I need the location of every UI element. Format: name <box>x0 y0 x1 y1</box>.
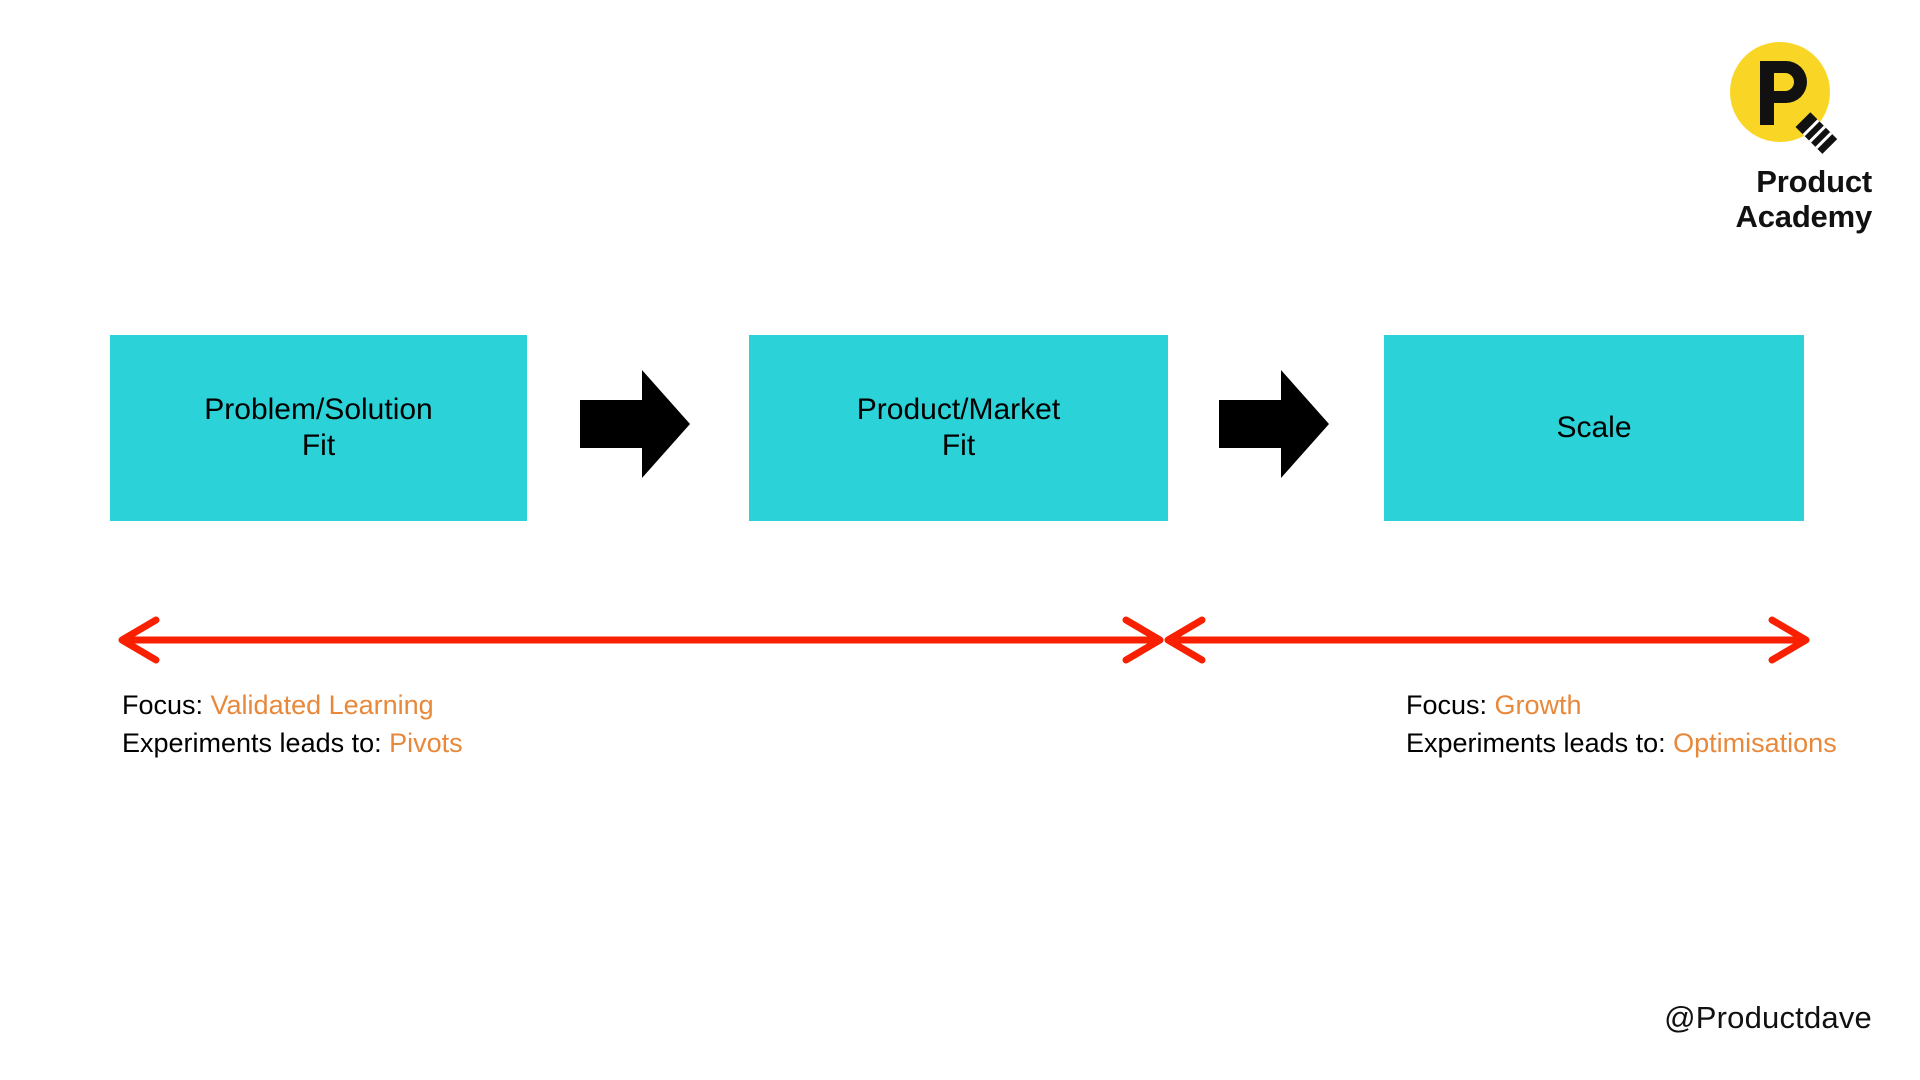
stage-box-product-market-fit: Product/Market Fit <box>749 335 1168 521</box>
annotation-focus-label: Focus: <box>1406 690 1495 720</box>
brand-wordmark: Product Academy <box>1672 164 1873 234</box>
annotation-experiments-label: Experiments leads to: <box>1406 728 1674 758</box>
social-handle: @Productdave <box>1664 1000 1872 1035</box>
stage-label: Scale <box>1556 411 1632 444</box>
annotation-experiments-row: Experiments leads to: Optimisations <box>1406 724 1837 762</box>
annotation-focus-value: Growth <box>1494 690 1582 720</box>
stage-box-scale: Scale <box>1384 335 1804 521</box>
double-headed-arrow-icon-learning-span <box>118 616 1164 664</box>
brand-name-line-2: Academy <box>1735 198 1873 234</box>
annotation-experiments-value: Pivots <box>389 728 463 758</box>
stage-label: Product/Market Fit <box>856 393 1061 462</box>
brand-name-line-1: Product <box>1756 164 1872 199</box>
right-arrow-icon <box>1219 370 1329 478</box>
annotation-focus-row: Focus: Growth <box>1406 686 1837 724</box>
annotation-experiments-value: Optimisations <box>1673 728 1837 758</box>
annotation-experiments-label: Experiments leads to: <box>122 728 390 758</box>
annotation-learning: Focus: Validated Learning Experiments le… <box>122 686 463 762</box>
brand-logo: Product Academy <box>1672 40 1872 233</box>
stage-box-problem-solution-fit: Problem/Solution Fit <box>110 335 527 521</box>
annotation-focus-value: Validated Learning <box>210 690 434 720</box>
double-headed-arrow-icon-growth-span <box>1164 616 1810 664</box>
annotation-experiments-row: Experiments leads to: Pivots <box>122 724 463 762</box>
annotation-focus-label: Focus: <box>122 690 211 720</box>
stage-label: Problem/Solution Fit <box>204 393 433 462</box>
annotation-focus-row: Focus: Validated Learning <box>122 686 463 724</box>
lightbulb-p-icon <box>1730 42 1838 154</box>
annotation-growth: Focus: Growth Experiments leads to: Opti… <box>1406 686 1837 762</box>
right-arrow-icon <box>580 370 690 478</box>
